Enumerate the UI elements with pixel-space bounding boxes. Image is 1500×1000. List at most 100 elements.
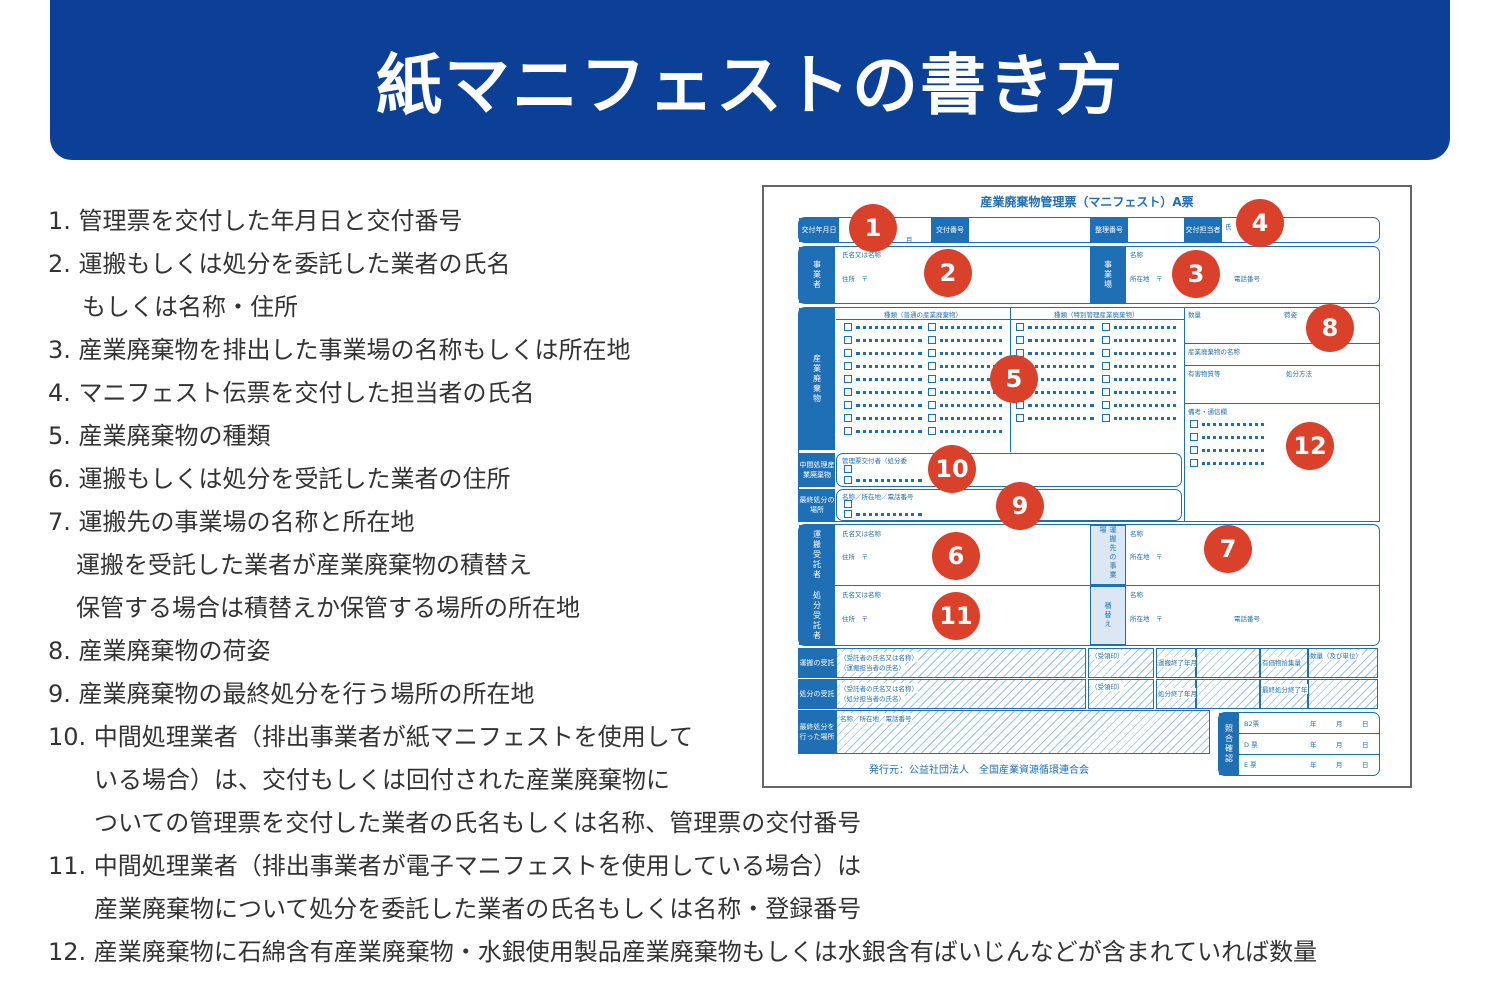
checkbox[interactable] — [928, 362, 936, 370]
checkbox[interactable] — [844, 349, 852, 357]
checkbox[interactable] — [844, 401, 852, 409]
dots — [1114, 391, 1176, 397]
destination-location-label: 所在地 〒 — [1130, 553, 1163, 561]
remarks-label: 備考・通信欄 — [1188, 408, 1227, 416]
transport-stamp-label: （受領印） — [1091, 650, 1124, 660]
instruction-list: 1. 管理票を交付した年月日と交付番号 2. 運搬もしくは処分を委託した業者の氏… — [48, 200, 1468, 974]
dots — [1028, 417, 1094, 423]
checkbox[interactable] — [1016, 323, 1024, 331]
e-label: E 票 — [1244, 761, 1257, 769]
disposal-sign-name: （受託者の氏名又は名称） — [840, 683, 918, 693]
emitter-label: 事業者 — [799, 247, 835, 303]
badge-8: 8 — [1306, 304, 1354, 352]
carrier-label: 運搬受託者 — [799, 525, 835, 585]
checkbox[interactable] — [928, 323, 936, 331]
dots — [856, 391, 922, 397]
d-year: 年 — [1310, 741, 1317, 749]
checkbox[interactable] — [1190, 446, 1198, 454]
checkbox[interactable] — [1102, 401, 1110, 409]
disposal-method-label: 処分方法 — [1286, 370, 1312, 378]
dots — [1114, 352, 1176, 358]
divider — [1184, 343, 1380, 344]
badge-5: 5 — [990, 355, 1038, 403]
checkbox[interactable] — [1190, 433, 1198, 441]
form-title: 産業廃棄物管理票（マニフェスト）A票 — [980, 195, 1194, 209]
list-item: 産業廃棄物について処分を委託した業者の氏名もしくは名称・登録番号 — [94, 895, 862, 923]
checkbox[interactable] — [928, 349, 936, 357]
dots — [1028, 339, 1094, 345]
waste-label: 産業廃棄物 — [799, 308, 835, 450]
checkbox[interactable] — [928, 375, 936, 383]
badge-1: 1 — [849, 204, 897, 252]
checkbox[interactable] — [844, 500, 852, 508]
checkbox[interactable] — [1102, 323, 1110, 331]
checkbox[interactable] — [1190, 459, 1198, 467]
dots — [940, 391, 1002, 397]
list-item: 7. 運搬先の事業場の名称と所在地 — [48, 508, 415, 536]
dots — [940, 326, 1002, 332]
list-item: 4. マニフェスト伝票を交付した担当者の氏名 — [48, 379, 535, 407]
checkbox[interactable] — [928, 336, 936, 344]
checkbox[interactable] — [1102, 349, 1110, 357]
dots — [856, 339, 922, 345]
publisher: 発行元：公益社団法人 全国産業資源循環連合会 — [869, 765, 1089, 776]
processor-address-label: 住所 〒 — [842, 615, 868, 623]
checkbox[interactable] — [928, 414, 936, 422]
dots — [1114, 378, 1176, 384]
checkbox[interactable] — [844, 510, 852, 518]
checkbox[interactable] — [844, 362, 852, 370]
badge-9: 9 — [996, 482, 1044, 530]
dots — [1114, 365, 1176, 371]
checkbox[interactable] — [928, 401, 936, 409]
checkbox[interactable] — [928, 388, 936, 396]
checkbox[interactable] — [844, 323, 852, 331]
dots — [1028, 365, 1094, 371]
final-date-box[interactable] — [1308, 679, 1378, 709]
site-text: 事業場 — [1103, 260, 1113, 290]
checkbox[interactable] — [1102, 336, 1110, 344]
transport-sign-area[interactable] — [836, 648, 1086, 678]
dots — [856, 365, 922, 371]
checkbox[interactable] — [844, 336, 852, 344]
checkbox[interactable] — [1102, 375, 1110, 383]
transport-done-label: 運搬の受託 — [798, 648, 836, 678]
dots — [856, 378, 922, 384]
intermediate-label: 中間処理産業廃棄物 — [799, 453, 835, 487]
confirm-text: 照合確認 — [1224, 724, 1234, 764]
dots — [856, 404, 922, 410]
divider — [798, 585, 1380, 586]
badge-12: 12 — [1286, 422, 1334, 470]
transport-date-box[interactable] — [1196, 648, 1260, 678]
checkbox[interactable] — [928, 427, 936, 435]
checkbox[interactable] — [844, 414, 852, 422]
checkbox[interactable] — [844, 388, 852, 396]
badge-6: 6 — [932, 532, 980, 580]
checkbox[interactable] — [844, 375, 852, 383]
checkbox[interactable] — [844, 427, 852, 435]
list-item: 3. 産業廃棄物を排出した事業場の名称もしくは所在地 — [48, 336, 631, 364]
list-item: 保管する場合は積替えか保管する場所の所在地 — [76, 594, 580, 622]
kind-header-line — [836, 319, 1184, 320]
disposal-end-label: 処分終了年月日 — [1158, 688, 1204, 698]
dots — [1028, 326, 1094, 332]
title-banner: 紙マニフェストの書き方 — [50, 0, 1450, 160]
emitter-name-label: 氏名又は名称 — [842, 251, 881, 259]
checkbox[interactable] — [1016, 336, 1024, 344]
checkbox[interactable] — [844, 465, 852, 473]
person-name-label: 氏 — [1225, 223, 1232, 231]
month-label: 月 — [906, 236, 913, 244]
list-item: 2. 運搬もしくは処分を委託した業者の氏名 — [48, 250, 511, 278]
disposal-date-box[interactable] — [1196, 679, 1260, 709]
checkbox[interactable] — [1190, 420, 1198, 428]
carrier-text: 運搬受託者 — [812, 530, 822, 580]
quantity-label: 数量 — [1188, 311, 1201, 319]
checkbox[interactable] — [844, 476, 852, 484]
checkbox[interactable] — [1016, 414, 1024, 422]
final-done-text: 名称／所在地／電話番号 — [840, 713, 912, 723]
emitter-address-label: 住所 〒 — [842, 275, 868, 283]
final-end-label: 最終処分終了年月日 — [1262, 684, 1321, 694]
checkbox[interactable] — [1102, 362, 1110, 370]
site-label: 事業場 — [1090, 247, 1126, 303]
checkbox[interactable] — [1102, 388, 1110, 396]
checkbox[interactable] — [1102, 414, 1110, 422]
